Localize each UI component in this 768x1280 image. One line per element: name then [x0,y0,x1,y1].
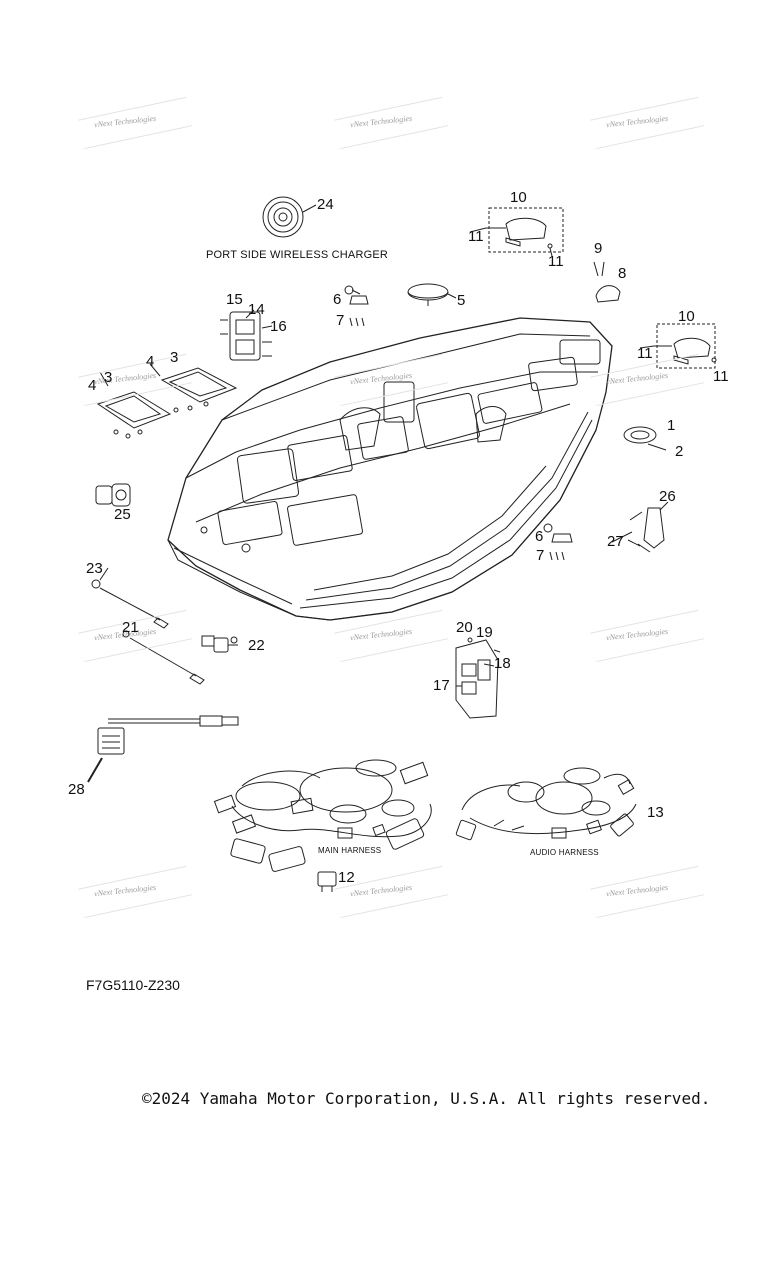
watermark-text: vNext Technologies [605,626,669,643]
part-callout-4: 4 [88,377,97,394]
wireless-charger-caption: PORT SIDE WIRELESS CHARGER [206,249,389,261]
watermark-text: vNext Technologies [349,370,413,387]
part-callout-1: 1 [667,417,676,434]
part-callout-2: 2 [675,443,684,460]
part-callout-20: 20 [456,619,473,636]
part-callout-24: 24 [317,196,334,213]
watermark-text: vNext Technologies [349,626,413,643]
boat-hull [167,317,613,621]
connector-part-22 [201,635,238,653]
light-part-8 [593,261,621,303]
fuse-part-12 [317,871,337,892]
part-callout-4: 4 [146,353,155,370]
part-callout-15: 15 [226,291,243,308]
watermark-text: vNext Technologies [605,113,669,130]
part-callout-11: 11 [468,228,484,245]
part-callout-7: 7 [336,312,345,329]
audio-harness-caption: AUDIO HARNESS [530,848,599,857]
part-callout-11: 11 [713,368,729,385]
part-callout-27: 27 [607,533,624,550]
socket-part-25 [95,483,131,507]
part-callout-11: 11 [548,253,564,270]
part-callout-3: 3 [170,349,179,366]
bracket-part-26 [627,507,665,553]
main-harness-part [213,759,432,872]
part-callout-26: 26 [659,488,676,505]
watermark-text: vNext Technologies [93,882,157,899]
part-callout-28: 28 [68,781,85,798]
part-callout-7: 7 [536,547,545,564]
main-harness-caption: MAIN HARNESS [318,846,382,855]
diagram-code: F7G5110-Z230 [86,977,180,993]
part-callout-23: 23 [86,560,103,577]
part-callout-6: 6 [535,528,544,545]
part-callout-8: 8 [618,265,627,282]
part-callout-13: 13 [647,804,664,821]
part-callout-14: 14 [248,301,265,318]
part-callout-16: 16 [270,318,287,335]
part-callout-21: 21 [122,619,139,636]
switch-bracket-14-16 [220,311,273,361]
watermark-text: vNext Technologies [349,113,413,130]
watermark-text: vNext Technologies [93,113,157,130]
watermark-text: vNext Technologies [605,370,669,387]
part-callout-17: 17 [433,677,450,694]
part-callout-12: 12 [338,869,355,886]
part-callout-10: 10 [678,308,695,325]
part-callout-19: 19 [476,624,493,641]
harness-part-28 [87,715,239,783]
part-callout-6: 6 [333,291,342,308]
part-callout-11: 11 [637,345,653,362]
watermark-text: vNext Technologies [349,882,413,899]
part-callout-22: 22 [248,637,265,654]
drain-plug-part-1 [623,426,667,451]
watermark-text: vNext Technologies [605,882,669,899]
wireless-charger-part [262,196,317,238]
audio-harness-part [455,767,637,841]
speaker-assembly-upper [486,207,564,257]
control-module-17 [455,637,501,719]
part-callout-25: 25 [114,506,131,523]
part-callout-9: 9 [594,240,603,257]
part-callout-5: 5 [457,292,466,309]
part-callout-10: 10 [510,189,527,206]
light-part-6-upper [344,285,369,327]
part-callout-3: 3 [104,369,113,386]
light-part-6-lower [543,523,573,561]
copyright-notice: ©2024 Yamaha Motor Corporation, U.S.A. A… [142,1089,711,1108]
part-callout-18: 18 [494,655,511,672]
dome-part-5 [407,283,457,306]
